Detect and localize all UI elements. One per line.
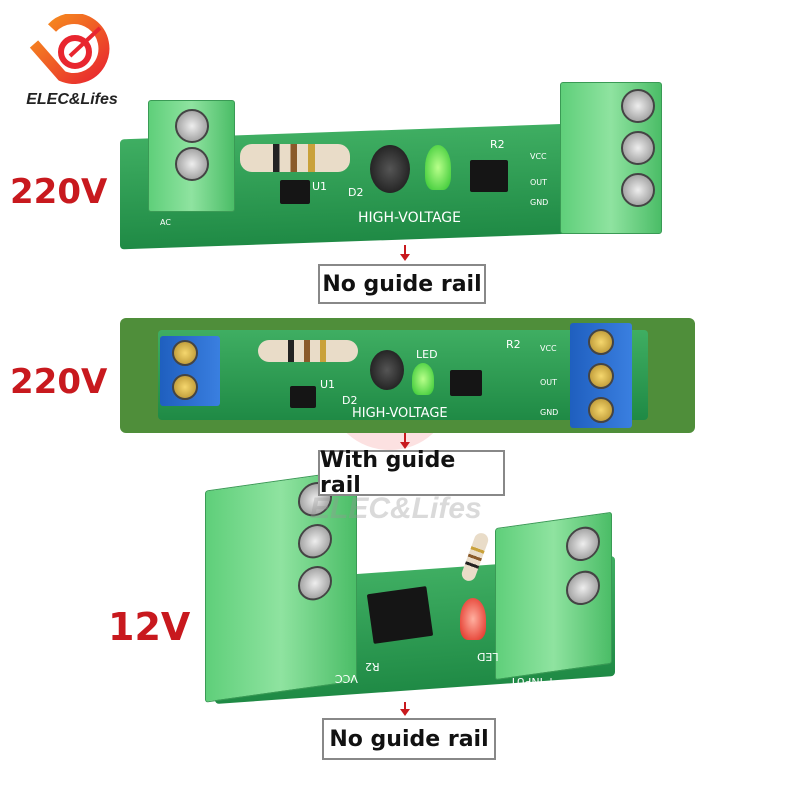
screw-icon <box>172 374 198 400</box>
terminal-block <box>160 336 220 406</box>
optocoupler <box>470 160 508 192</box>
caption-box: No guide rail <box>318 264 486 304</box>
voltage-label: 220V <box>10 362 108 402</box>
resistor <box>240 144 350 172</box>
silk-led: LED <box>416 348 438 361</box>
optocoupler <box>366 586 434 644</box>
screw-icon <box>621 131 655 165</box>
silk-d2: D2 <box>342 394 358 407</box>
led <box>412 363 434 395</box>
caption-box: No guide rail <box>322 718 496 760</box>
silk-ac: AC <box>160 218 171 227</box>
silk-r2: R2 <box>506 338 521 351</box>
screw-icon <box>566 524 600 564</box>
silk-vcc: VCC <box>530 152 547 161</box>
chip <box>280 180 310 204</box>
arrow-icon <box>400 702 410 716</box>
silk-vcc: VCC <box>335 672 358 685</box>
watermark: ELEC&Lifes <box>310 492 482 525</box>
silk-r2: R2 <box>365 660 380 673</box>
screw-icon <box>588 397 614 423</box>
product-board-2: HIGH-VOLTAGE LED R2 VCC OUT GND D2 U1 <box>120 318 695 433</box>
silk-out: OUT <box>540 378 558 387</box>
silk-u1: U1 <box>320 378 336 391</box>
screw-icon <box>175 109 209 143</box>
optocoupler <box>450 370 482 396</box>
brand-name: ELEC&Lifes <box>26 91 118 108</box>
chip <box>290 386 316 408</box>
screw-icon <box>621 89 655 123</box>
silk-u1: U1 <box>312 180 328 193</box>
screw-icon <box>175 147 209 181</box>
silk-input: + INPUT <box>510 675 556 688</box>
led <box>425 145 451 190</box>
silk-d2: D2 <box>348 186 364 199</box>
product-board-3: LED + INPUT R2 VCC <box>205 469 625 705</box>
silk-r2: R2 <box>490 138 505 151</box>
voltage-label: 12V <box>108 605 191 649</box>
product-board-1: HIGH-VOLTAGE R2 VCC OUT GND AC D2 U1 <box>120 82 670 250</box>
screw-icon <box>588 329 614 355</box>
screw-icon <box>172 340 198 366</box>
silk-title: HIGH-VOLTAGE <box>352 406 448 421</box>
screw-icon <box>588 363 614 389</box>
screw-icon <box>298 563 332 603</box>
arrow-icon <box>400 433 410 449</box>
terminal-block <box>148 100 235 212</box>
voltage-label: 220V <box>10 172 108 212</box>
resistor <box>258 340 358 362</box>
terminal-block <box>495 511 612 681</box>
arrow-icon <box>400 245 410 261</box>
capacitor <box>370 145 410 193</box>
screw-icon <box>621 173 655 207</box>
silk-vcc: VCC <box>540 344 557 353</box>
silk-gnd: GND <box>530 198 549 207</box>
led <box>460 598 486 640</box>
terminal-block <box>560 82 662 234</box>
terminal-block <box>570 323 632 428</box>
silk-title: HIGH-VOLTAGE <box>358 210 461 226</box>
silk-led: LED <box>477 650 499 663</box>
screw-icon <box>566 568 600 608</box>
silk-out: OUT <box>530 178 548 187</box>
capacitor <box>370 350 404 390</box>
caption-box: With guide rail <box>318 448 505 498</box>
elec-lifes-logo-icon <box>29 13 110 84</box>
silk-gnd: GND <box>540 408 559 417</box>
brand-logo: ELEC&Lifes <box>22 13 122 110</box>
screw-icon <box>298 521 332 561</box>
